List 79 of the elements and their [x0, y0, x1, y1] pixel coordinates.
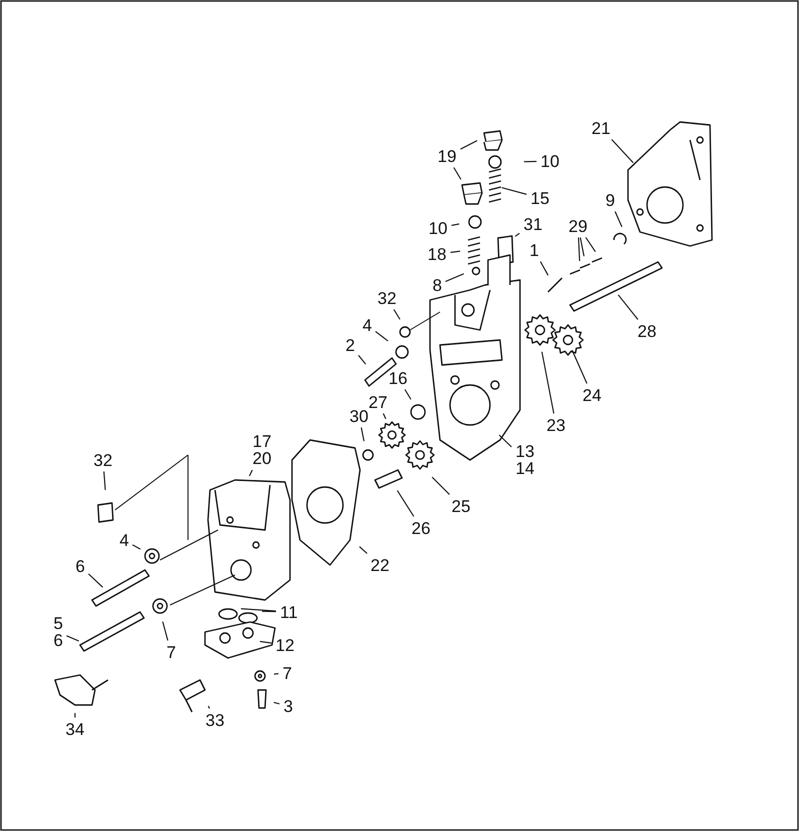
leader-line [274, 702, 280, 704]
callout-number: 23 [546, 416, 566, 434]
leader-line [396, 490, 414, 517]
leader-line [453, 167, 462, 180]
callout-number: 31 [522, 216, 544, 232]
callout-number: 21 [590, 120, 612, 136]
leader-line [162, 621, 168, 641]
leader-line [208, 706, 210, 709]
callout-number: 34 [64, 720, 86, 738]
leader-line [103, 471, 106, 490]
leader-line [375, 330, 388, 342]
leader-line [445, 273, 464, 282]
leader-line [541, 352, 554, 414]
leader-line [132, 544, 141, 550]
leader-line [240, 608, 276, 612]
callout-number: 18 [426, 246, 448, 262]
callout-number: 1 [528, 242, 540, 258]
callout-number: 27 [368, 394, 388, 410]
callout-number: 15 [530, 190, 550, 206]
leader-line [88, 574, 104, 588]
callout-number: 11 [279, 604, 299, 620]
leader-line [382, 413, 386, 420]
callout-number: 4 [362, 316, 373, 334]
callout-number: 6 [74, 558, 86, 574]
callout-number: 32 [92, 452, 114, 468]
leader-line [404, 389, 412, 400]
leader-line [498, 434, 512, 448]
leader-line [393, 309, 400, 320]
callout-number: 26 [410, 520, 432, 536]
callout-number: 24 [582, 386, 602, 404]
leader-line [432, 476, 450, 495]
callout-number: 9 [604, 192, 616, 208]
callout-number: 10 [540, 152, 560, 170]
callout-number: 22 [370, 556, 390, 574]
callout-number: 17 [252, 433, 272, 450]
leader-line [260, 640, 272, 644]
callout-number: 19 [436, 148, 458, 164]
leader-line [514, 232, 520, 237]
callout-number: 6 [52, 632, 64, 649]
leader-line [248, 470, 253, 476]
callout-number: 14 [514, 460, 536, 477]
callout-number: 28 [636, 322, 658, 340]
callout-number: 33 [204, 712, 226, 728]
leader-line [611, 139, 634, 164]
leader-line [274, 673, 279, 675]
callout-number: 20 [252, 450, 272, 467]
callout-number: 30 [348, 408, 369, 424]
callout-number: 10 [428, 220, 448, 236]
callout-number: 8 [432, 276, 443, 294]
leader-line [66, 635, 80, 642]
leader-line [450, 250, 460, 253]
leader-line [614, 211, 622, 228]
leader-line [262, 610, 276, 612]
leader-line [360, 427, 365, 442]
callout-number: 25 [450, 498, 472, 514]
callout-number: 16 [388, 370, 408, 386]
callout-number: 29 [568, 218, 588, 234]
leader-line [359, 546, 368, 554]
callout-number: 7 [166, 644, 177, 660]
leader-line [451, 223, 460, 226]
callout-number: 4 [118, 532, 130, 548]
leader-line [540, 261, 549, 276]
callout-number: 2 [344, 336, 356, 354]
leader-line [580, 237, 585, 256]
leader-line [572, 350, 588, 384]
callout-number: 3 [282, 698, 294, 714]
leader-line [524, 160, 537, 162]
callout-number: 32 [376, 290, 398, 306]
leader-line [74, 713, 76, 718]
leader-line [460, 140, 478, 150]
leader-line [502, 187, 527, 195]
callout-number: 13 [514, 443, 536, 460]
callout-number: 7 [282, 664, 293, 682]
callout-number: 5 [52, 615, 64, 632]
callout-number: 12 [274, 636, 296, 654]
leader-line [578, 237, 580, 262]
leader-line [618, 294, 638, 320]
leader-line [585, 237, 596, 252]
leader-line [358, 355, 366, 365]
